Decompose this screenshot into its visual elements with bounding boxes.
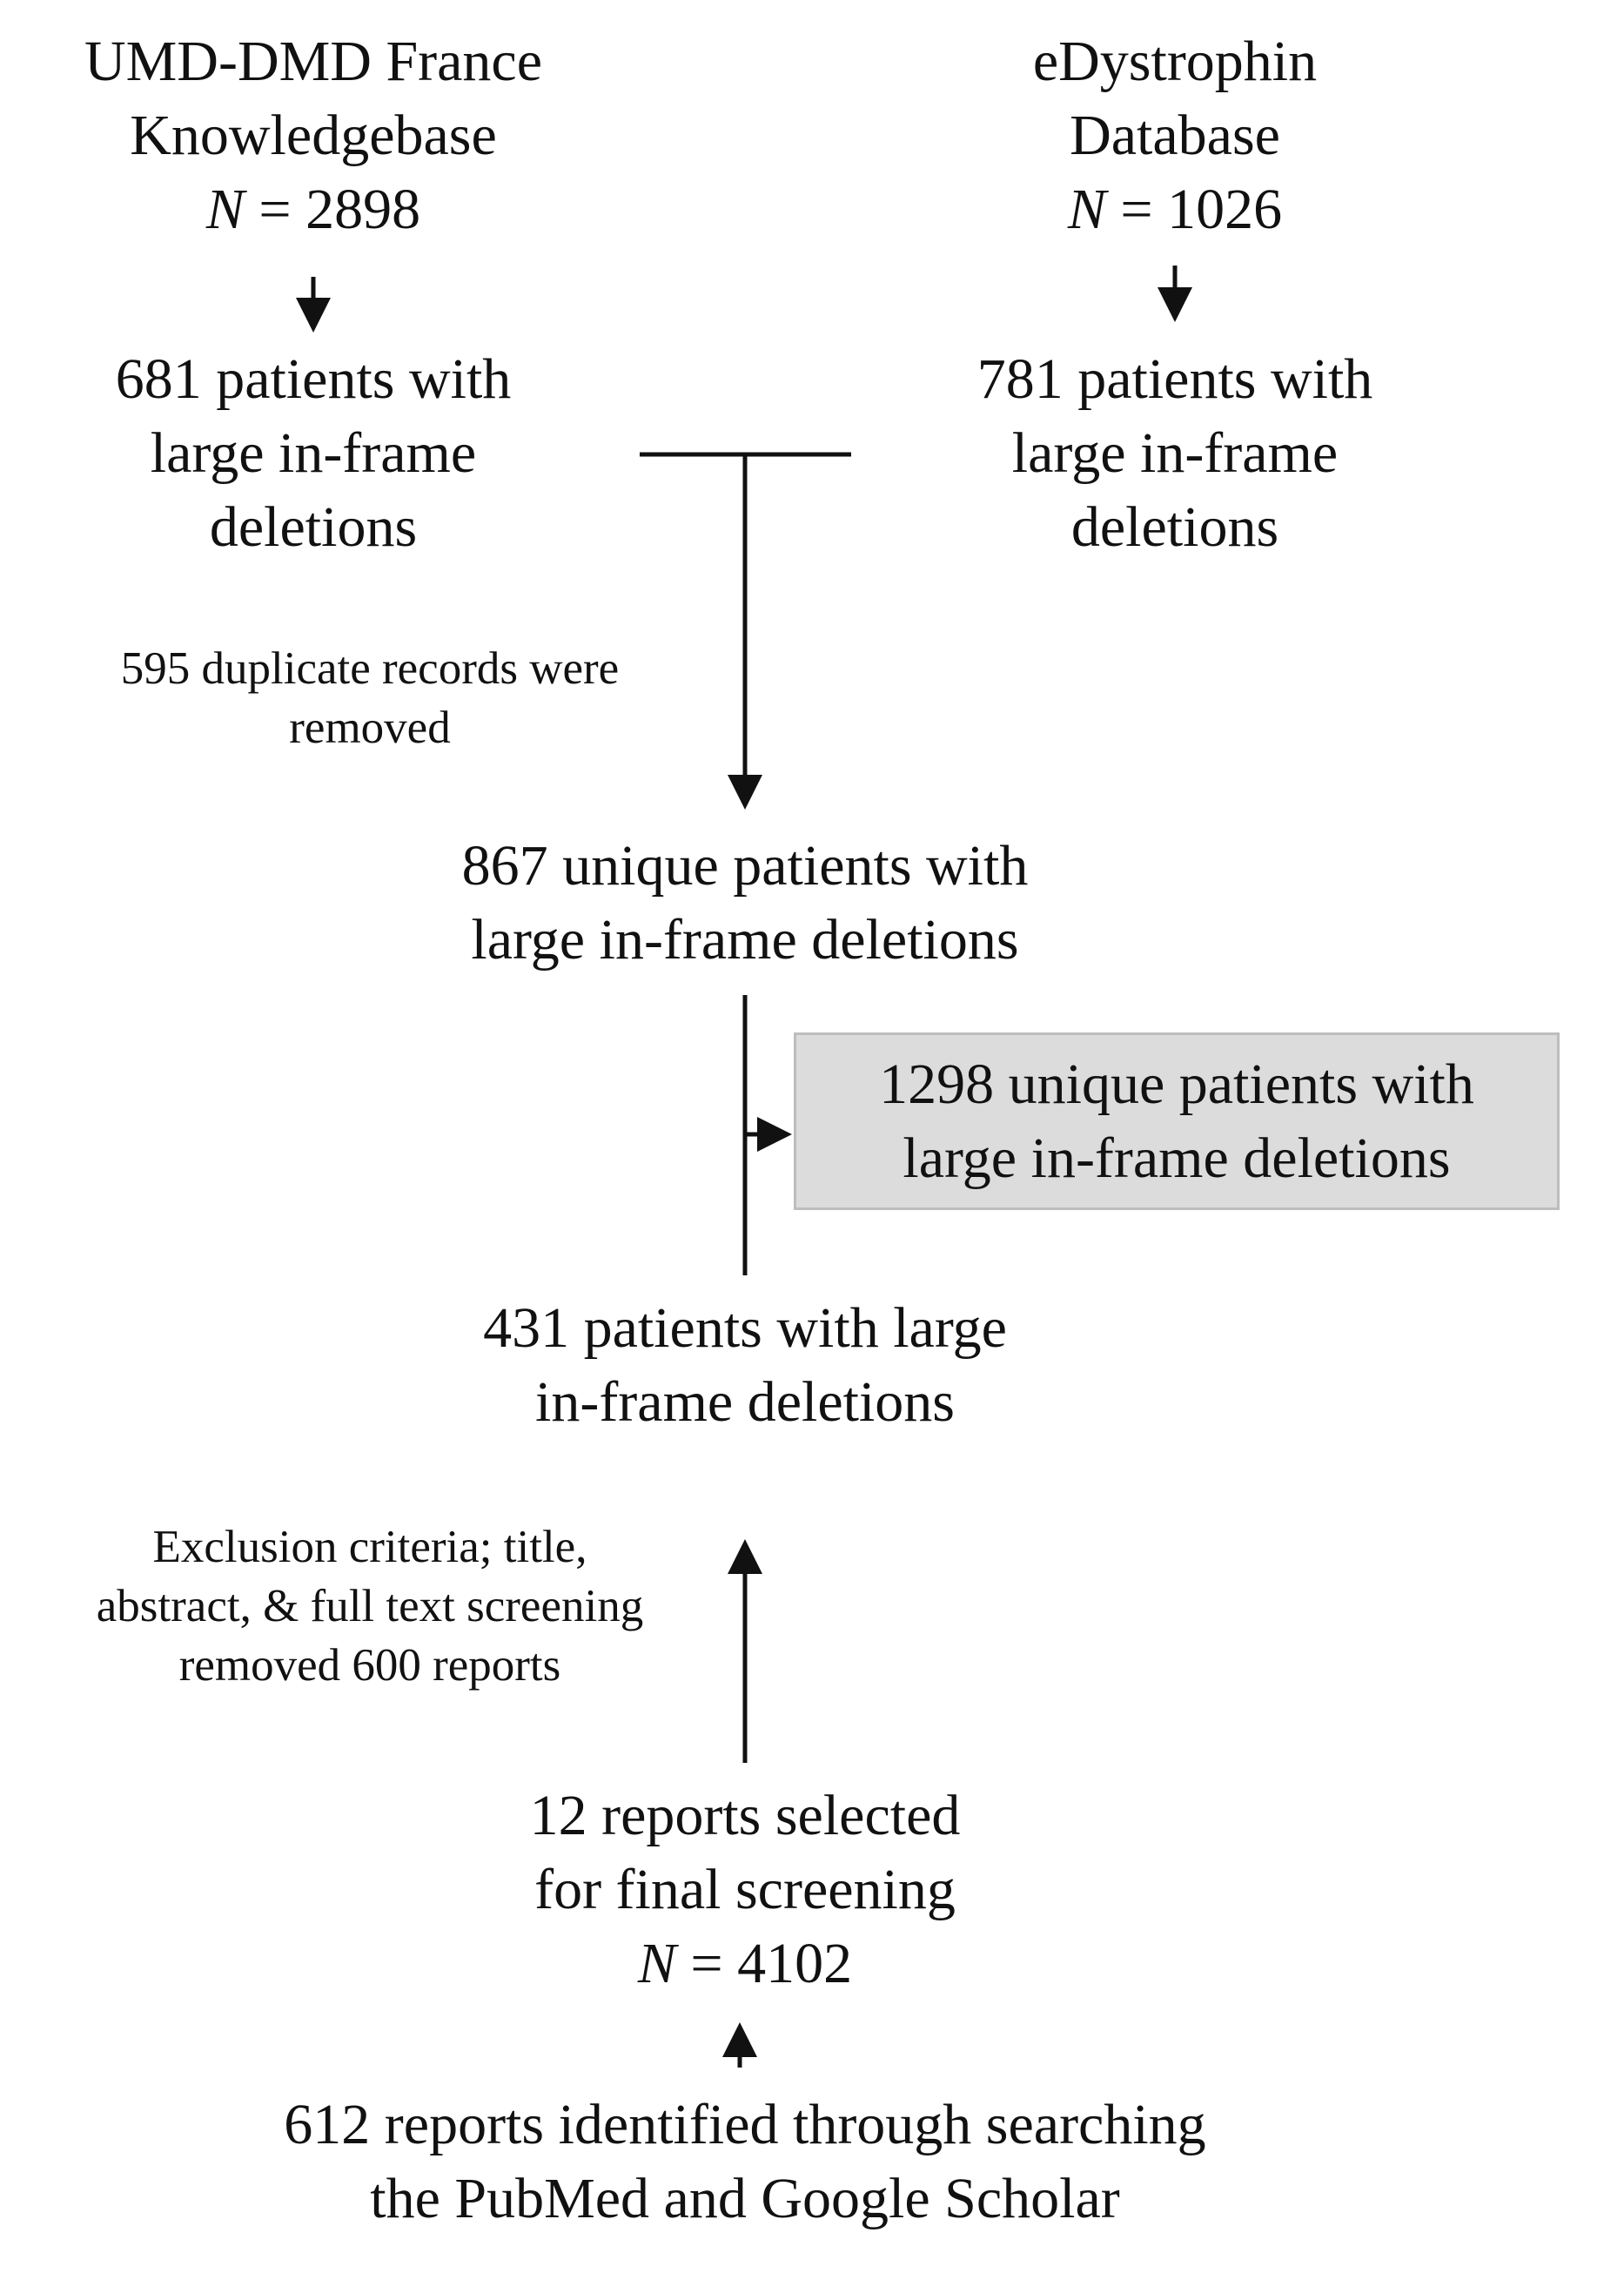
reports-12-n-label: N <box>637 1932 676 1995</box>
reports-12-line-1: 12 reports selected <box>529 1784 961 1847</box>
duplicates-removed-note: 595 duplicate records were removed <box>52 639 688 757</box>
umd-deletions-line-3: deletions <box>209 495 418 559</box>
unique-1298-line-2: large in-frame deletions <box>903 1126 1451 1190</box>
reports-12-n-value: = 4102 <box>675 1932 853 1995</box>
unique-1298-line-1: 1298 unique patients with <box>879 1052 1474 1116</box>
reports-612-line-2: the PubMed and Google Scholar <box>370 2167 1120 2230</box>
umd-deletions-line-1: 681 patients with <box>115 347 512 411</box>
reports-612-line-1: 612 reports identified through searching <box>284 2093 1206 2156</box>
umd-n-label: N <box>205 178 245 241</box>
reports-12-line-2: for final screening <box>534 1858 956 1921</box>
patients-431-line-1: 431 patients with large <box>483 1296 1007 1360</box>
edys-source-node: eDystrophin Database N = 1026 <box>896 24 1453 246</box>
edys-deletions-node: 781 patients with large in-frame deletio… <box>896 342 1453 564</box>
edys-source-count: N = 1026 <box>896 172 1453 246</box>
edys-deletions-line-2: large in-frame <box>1011 421 1339 485</box>
duplicates-note-line-1: 595 duplicate records were <box>120 643 620 694</box>
umd-source-node: UMD-DMD France Knowledgebase N = 2898 <box>35 24 592 246</box>
umd-source-count: N = 2898 <box>35 172 592 246</box>
unique-867-line-1: 867 unique patients with <box>461 834 1029 898</box>
edys-n-label: N <box>1067 178 1106 241</box>
exclusion-note: Exclusion criteria; title, abstract, & f… <box>26 1517 714 1695</box>
reports-12-count: N = 4102 <box>379 1927 1111 2001</box>
edys-n-value: = 1026 <box>1105 178 1283 241</box>
umd-deletions-node: 681 patients with large in-frame deletio… <box>35 342 592 564</box>
edys-deletions-line-1: 781 patients with <box>976 347 1373 411</box>
umd-source-name-2: Knowledgebase <box>130 104 497 167</box>
exclusion-note-line-1: Exclusion criteria; title, <box>152 1522 587 1572</box>
patients-431-node: 431 patients with large in-frame deletio… <box>336 1291 1154 1439</box>
duplicates-note-line-2: removed <box>289 703 451 753</box>
result-box <box>794 1032 1560 1210</box>
reports-612-node: 612 reports identified through searching… <box>118 2088 1372 2236</box>
edys-source-name-1: eDystrophin <box>1032 30 1318 93</box>
unique-867-node: 867 unique patients with large in-frame … <box>292 829 1198 977</box>
exclusion-note-line-2: abstract, & full text screening <box>96 1581 644 1631</box>
edys-deletions-line-3: deletions <box>1070 495 1279 559</box>
unique-867-line-2: large in-frame deletions <box>471 908 1019 972</box>
exclusion-note-line-3: removed 600 reports <box>178 1640 561 1691</box>
patients-431-line-2: in-frame deletions <box>535 1370 955 1434</box>
reports-12-node: 12 reports selected for final screening … <box>379 1779 1111 2001</box>
umd-source-name-1: UMD-DMD France <box>84 30 543 93</box>
edys-source-name-2: Database <box>1070 104 1280 167</box>
umd-deletions-line-2: large in-frame <box>150 421 477 485</box>
umd-n-value: = 2898 <box>244 178 421 241</box>
unique-1298-node: 1298 unique patients with large in-frame… <box>794 1047 1560 1195</box>
